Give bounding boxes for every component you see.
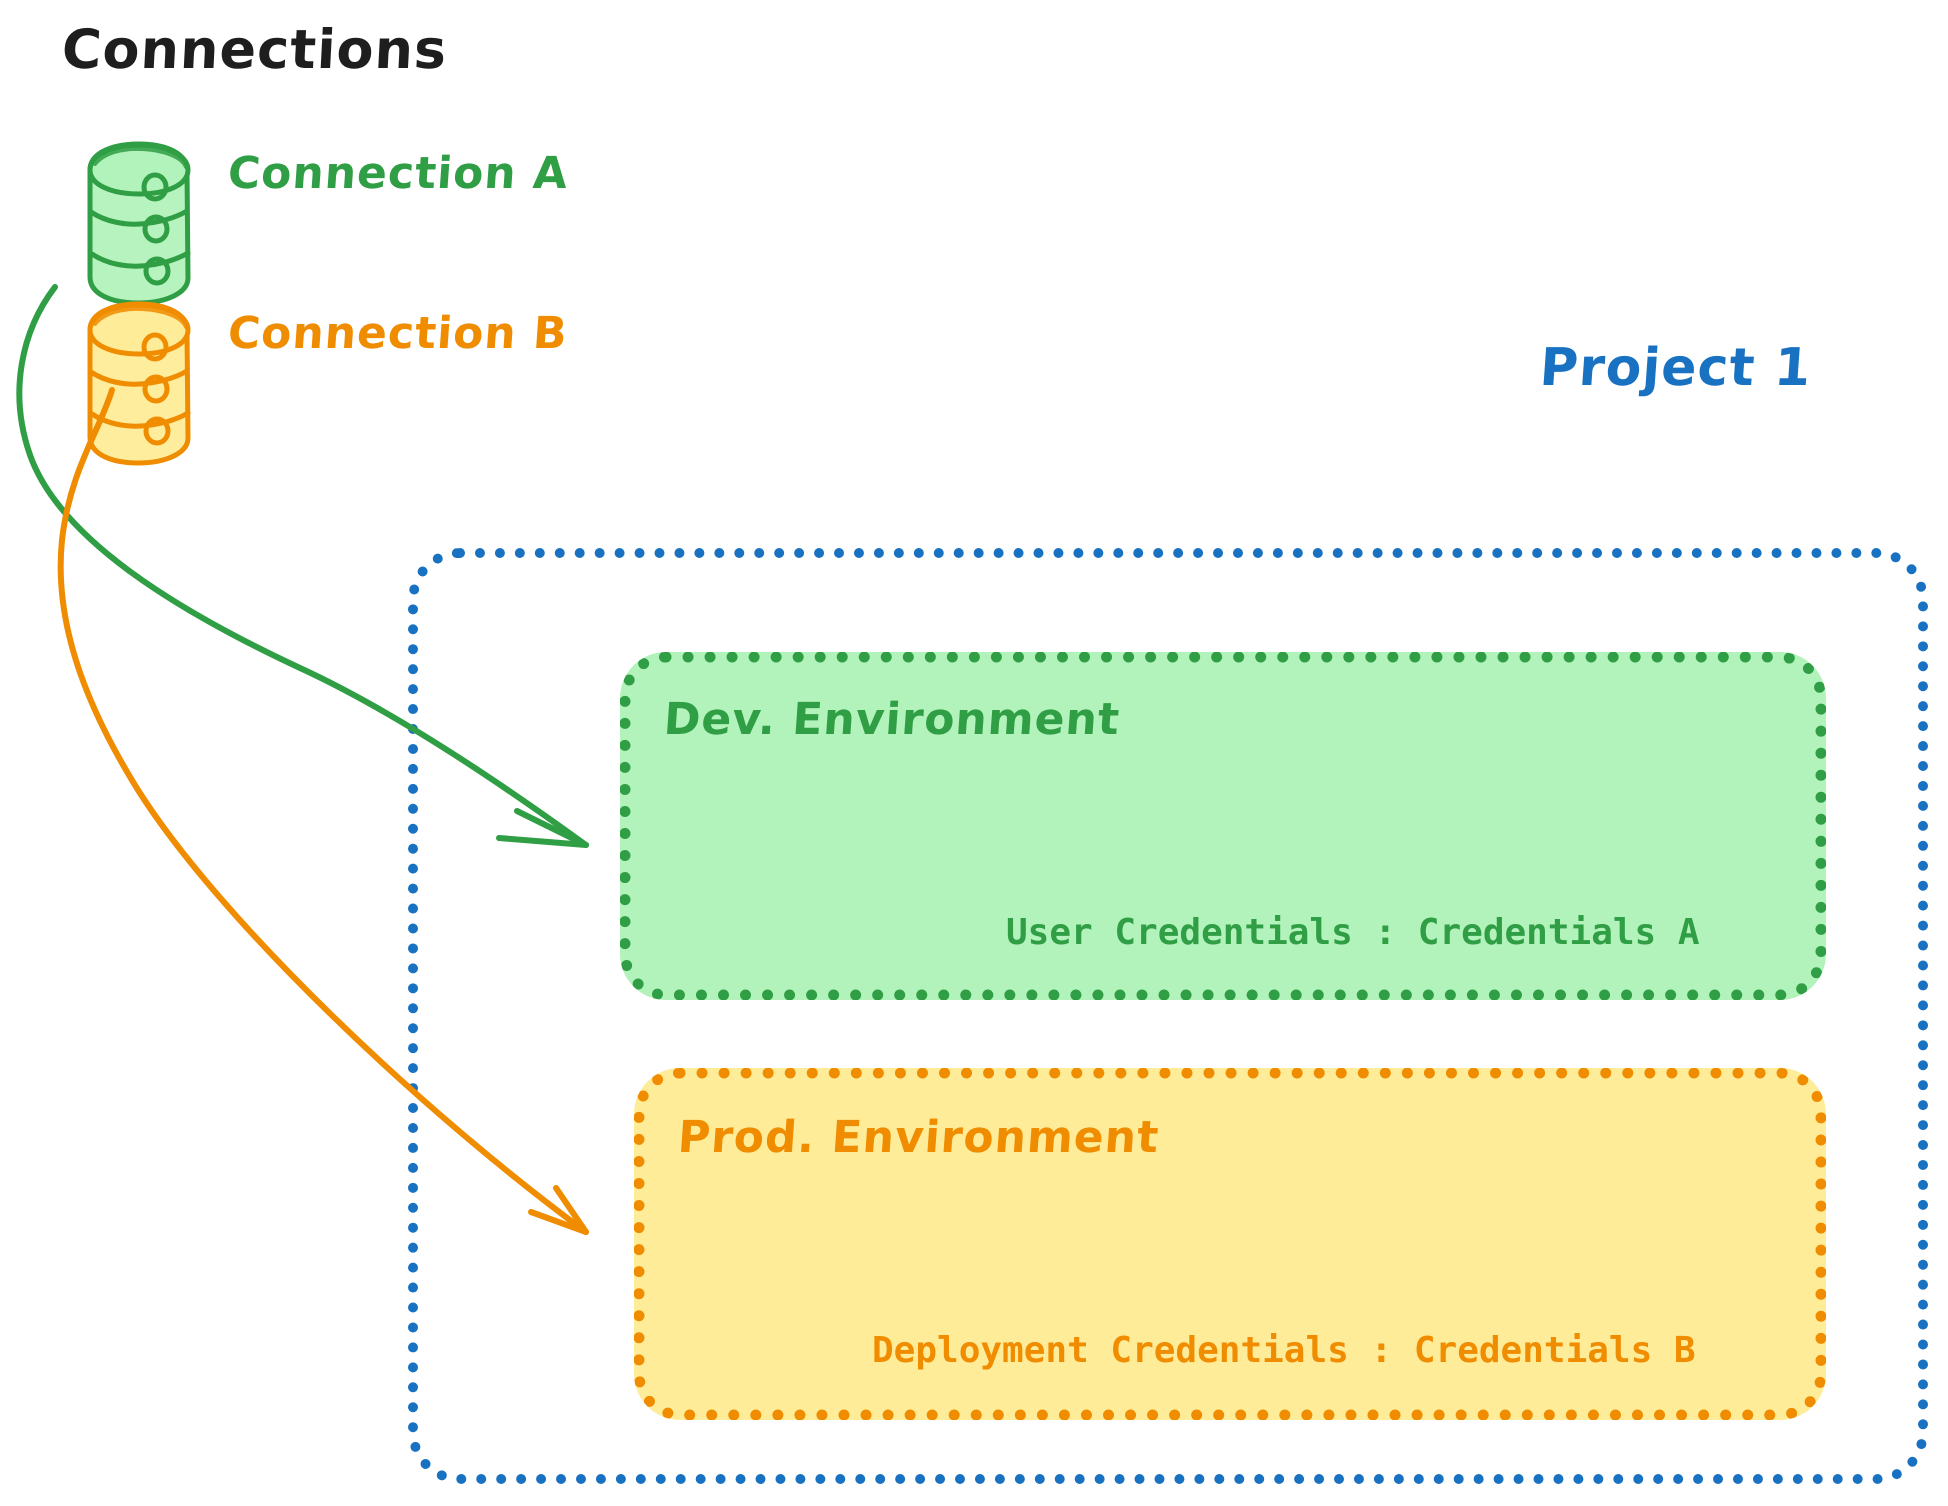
connection-a-label[interactable]: Connection A — [226, 148, 570, 199]
dev-environment-box[interactable] — [620, 652, 1826, 1000]
connection-a-database-icon[interactable] — [87, 141, 191, 306]
connection-b-database-icon[interactable] — [87, 301, 191, 466]
project-title: Project 1 — [1537, 338, 1814, 398]
prod-environment-box[interactable] — [634, 1068, 1826, 1420]
dev-environment-credentials: User Credentials : Credentials A — [1006, 912, 1700, 953]
prod-environment-credentials: Deployment Credentials : Credentials B — [872, 1330, 1696, 1371]
connection-b-label[interactable]: Connection B — [226, 308, 570, 359]
prod-environment-title: Prod. Environment — [676, 1112, 1161, 1163]
dev-environment-title: Dev. Environment — [662, 694, 1122, 745]
connections-title: Connections — [60, 18, 449, 81]
